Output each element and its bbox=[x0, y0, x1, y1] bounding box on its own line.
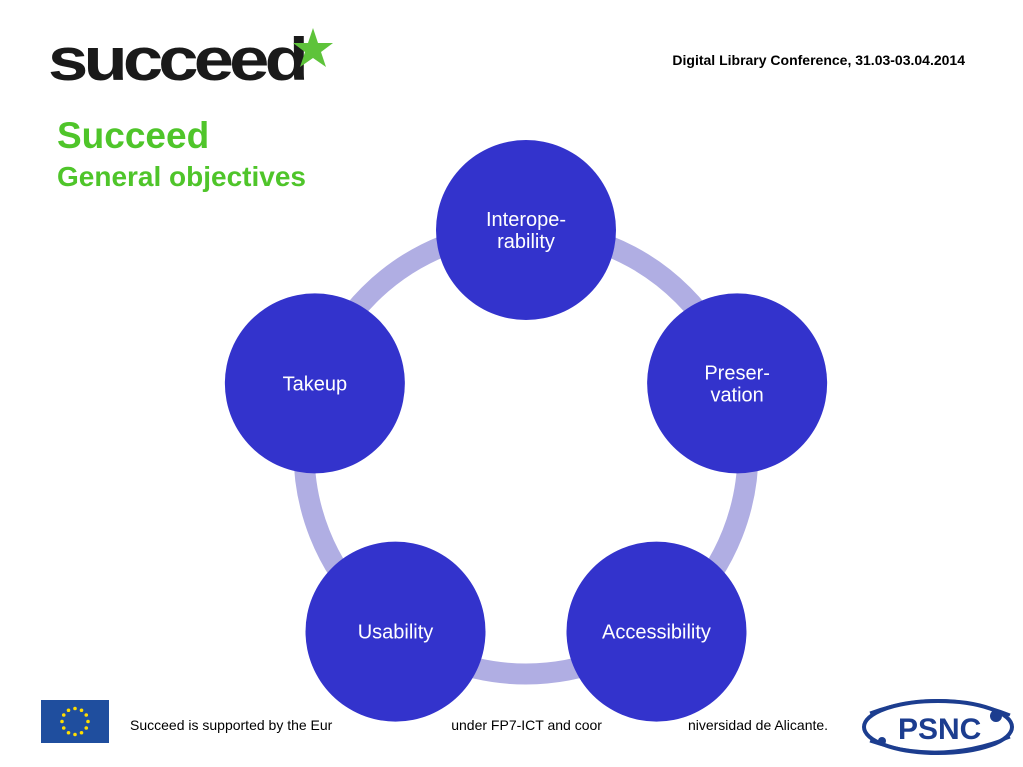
slide-subtitle: General objectives bbox=[57, 161, 307, 192]
eu-star-icon bbox=[84, 713, 89, 717]
cycle-node bbox=[305, 541, 486, 722]
cycle-node-label: Preser- bbox=[704, 362, 770, 384]
cycle-node bbox=[647, 293, 828, 474]
cycle-node bbox=[224, 293, 405, 474]
cycle-node bbox=[436, 140, 616, 320]
eu-star-icon bbox=[66, 730, 71, 735]
cycle-node-label: Usability bbox=[358, 622, 434, 644]
psnc-logo-icon: PSNC bbox=[862, 699, 1014, 755]
eu-star-icon bbox=[61, 713, 66, 717]
eu-star-icon bbox=[60, 719, 64, 724]
succeed-logo: succeed bbox=[48, 26, 333, 86]
eu-star-icon bbox=[66, 708, 71, 713]
psnc-wordmark: PSNC bbox=[898, 713, 981, 746]
eu-star-icon bbox=[86, 719, 90, 724]
slide-title: Succeed bbox=[57, 115, 210, 156]
cycle-node bbox=[566, 541, 747, 722]
eu-star-icon bbox=[84, 726, 89, 730]
star-icon bbox=[293, 28, 333, 67]
cycle-node-label: Accessibility bbox=[602, 622, 711, 644]
cycle-node-label: Interope- bbox=[486, 209, 566, 231]
conference-info: Digital Library Conference, 31.03-03.04.… bbox=[672, 52, 965, 68]
eu-star-icon bbox=[73, 732, 77, 737]
eu-flag-icon bbox=[41, 700, 109, 743]
cycle-node-label: rability bbox=[497, 231, 555, 253]
eu-star-icon bbox=[79, 730, 84, 735]
support-text-2: under FP7-ICT and coor bbox=[447, 717, 602, 733]
eu-star-icon bbox=[73, 706, 77, 711]
eu-star-icon bbox=[79, 708, 84, 713]
support-text-3: niversidad de Alicante. bbox=[687, 717, 829, 733]
cycle-node-label: vation bbox=[710, 384, 763, 406]
cycle-node-label: Takeup bbox=[283, 373, 348, 395]
eu-star-icon bbox=[61, 726, 66, 730]
support-text-1: Succeed is supported by the Eur bbox=[130, 717, 333, 733]
logo-wordmark: succeed bbox=[48, 26, 304, 86]
support-statement: Succeed is supported by the Eur under FP… bbox=[130, 717, 828, 733]
